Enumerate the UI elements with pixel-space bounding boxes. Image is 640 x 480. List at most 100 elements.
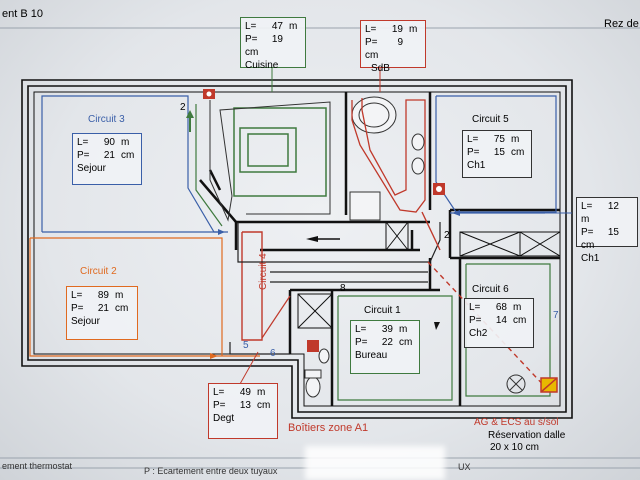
feed-lines [229,222,441,355]
ag-supply-dashed [427,261,549,391]
info-box-ch1-circuit-5: L= 75 m P= 15 cm Ch1 [462,130,532,178]
spacing-key: P= [77,150,90,161]
ag-ecs-note: AG & ECS au s/sol [474,417,559,428]
pipe-count-5: 5 [243,340,249,351]
sheet-title-left: ent B 10 [2,8,43,20]
spacing-key: P= [355,337,368,348]
length-value: 19 [391,24,403,35]
room-name: Ch1 [467,160,486,171]
length-unit: m [289,21,298,32]
length-unit: m [581,214,590,225]
hatched-shafts [297,221,561,329]
bathroom-fixtures [304,96,425,398]
length-key: L= [355,324,367,335]
length-unit: m [409,24,418,35]
spacing-unit: cm [365,50,379,61]
spacing-value: 19 [271,34,283,45]
info-box-sejour-circuit-3: L= 90 m P= 21 cm Sejour [72,133,142,185]
room-name: Degt [213,413,235,424]
length-value: 47 [271,21,283,32]
circuit-4-label: Circuit 4 [258,253,269,290]
circuit-sdb-loop [351,98,426,213]
boitiers-zone-note: Boîtiers zone A1 [288,422,369,434]
spacing-value: 22 [381,337,393,348]
length-value: 75 [493,134,505,145]
length-unit: m [121,137,130,148]
length-key: L= [213,387,225,398]
spacing-value: 9 [397,37,403,48]
info-box-sdb: L= 19 m P= 9 cm SdB [360,20,426,74]
pipe-count-8-corridor: 8 [340,283,346,294]
spacing-unit: cm [115,303,129,314]
length-unit: m [513,302,522,313]
room-name: Sejour [71,316,100,327]
circuit-1-loop [337,295,453,401]
length-key: L= [467,134,479,145]
circuit-1-label: Circuit 1 [364,305,401,316]
length-unit: m [115,290,124,301]
paper-glare [305,446,445,480]
length-value: 12 [607,201,619,212]
circuit-cuisine-loop [209,100,331,222]
spacing-unit: cm [581,240,595,251]
room-name: Ch1 [581,253,600,264]
circuit-6-loop [465,263,551,397]
pipe-count-2-ch1: 2 [444,230,450,241]
length-value: 90 [103,137,115,148]
info-box-cuisine: L= 47 m P= 19 cm Cuisine [240,17,306,71]
room-name: SdB [371,63,390,74]
spacing-key: P= [467,147,480,158]
length-unit: m [257,387,266,398]
pipe-count-2-cuisine: 2 [180,102,186,113]
footer-left-text: ement thermostat [2,461,73,471]
footer-spacing-legend: P : Ecartement entre deux tuyaux [144,466,278,476]
length-value: 68 [495,302,507,313]
spacing-unit: cm [121,150,135,161]
spacing-value: 21 [103,150,115,161]
footer-right-text: UX [458,462,471,472]
length-unit: m [399,324,408,335]
length-value: 49 [239,387,251,398]
reservation-note: Réservation dalle [488,430,566,441]
spacing-unit: cm [513,315,527,326]
length-key: L= [245,21,257,32]
spacing-value: 13 [239,400,251,411]
length-key: L= [581,201,593,212]
spacing-key: P= [245,34,258,45]
spacing-unit: cm [257,400,271,411]
reservation-size: 20 x 10 cm [490,442,539,453]
room-name: Sejour [77,163,106,174]
spacing-unit: cm [245,47,259,58]
spacing-value: 21 [97,303,109,314]
room-name: Cuisine [245,60,279,71]
length-key: L= [469,302,481,313]
length-key: L= [77,137,89,148]
length-value: 39 [381,324,393,335]
spacing-value: 14 [495,315,507,326]
spacing-key: P= [581,227,594,238]
circuit-4-loop [241,231,263,341]
circuit-5-label: Circuit 5 [472,114,509,125]
pipe-count-8-collector: 8 [308,342,314,353]
circuit-2-loop [29,237,260,357]
length-key: L= [365,24,377,35]
spacing-value: 15 [493,147,505,158]
length-key: L= [71,290,83,301]
spacing-key: P= [469,315,482,326]
spacing-value: 15 [607,227,619,238]
pipe-count-7: 7 [553,310,559,321]
outer-walls [21,79,573,419]
collector-degt [307,340,319,352]
spacing-key: P= [365,37,378,48]
interior-walls [199,92,560,406]
length-unit: m [511,134,520,145]
kitchen-island [233,107,327,197]
sheet-title-right: Rez de [604,18,639,30]
spacing-unit: cm [511,147,525,158]
